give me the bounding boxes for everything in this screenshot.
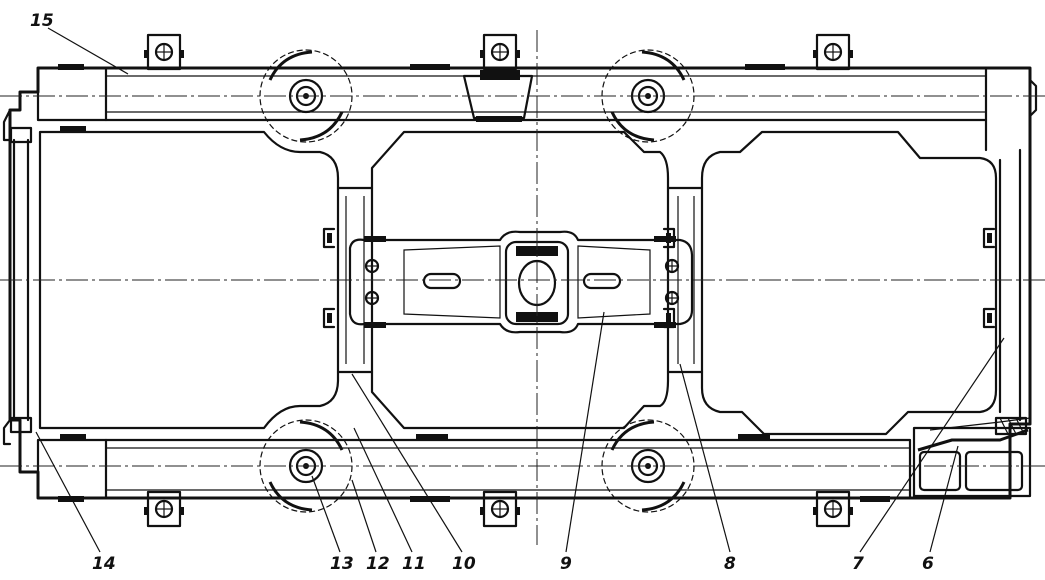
callout-15: 15 (30, 11, 54, 31)
spring-pockets (142, 33, 855, 528)
callout-12: 12 (366, 554, 390, 574)
corner-detail (912, 416, 1032, 498)
center-lines (0, 30, 1045, 545)
callout-13: 13 (330, 554, 354, 574)
callout-9: 9 (560, 554, 572, 574)
callout-10: 10 (452, 554, 476, 574)
callout-labels: 15 14 13 12 11 10 9 8 7 6 (30, 11, 934, 574)
axle-boxes (258, 48, 696, 514)
outer-frame (2, 64, 1038, 502)
center-bolster (348, 230, 694, 334)
callout-14: 14 (92, 554, 116, 574)
callout-11: 11 (402, 554, 426, 574)
callout-8: 8 (724, 554, 736, 574)
callout-6: 6 (922, 554, 934, 574)
leader-lines (35, 27, 1005, 553)
callout-7: 7 (852, 554, 864, 574)
